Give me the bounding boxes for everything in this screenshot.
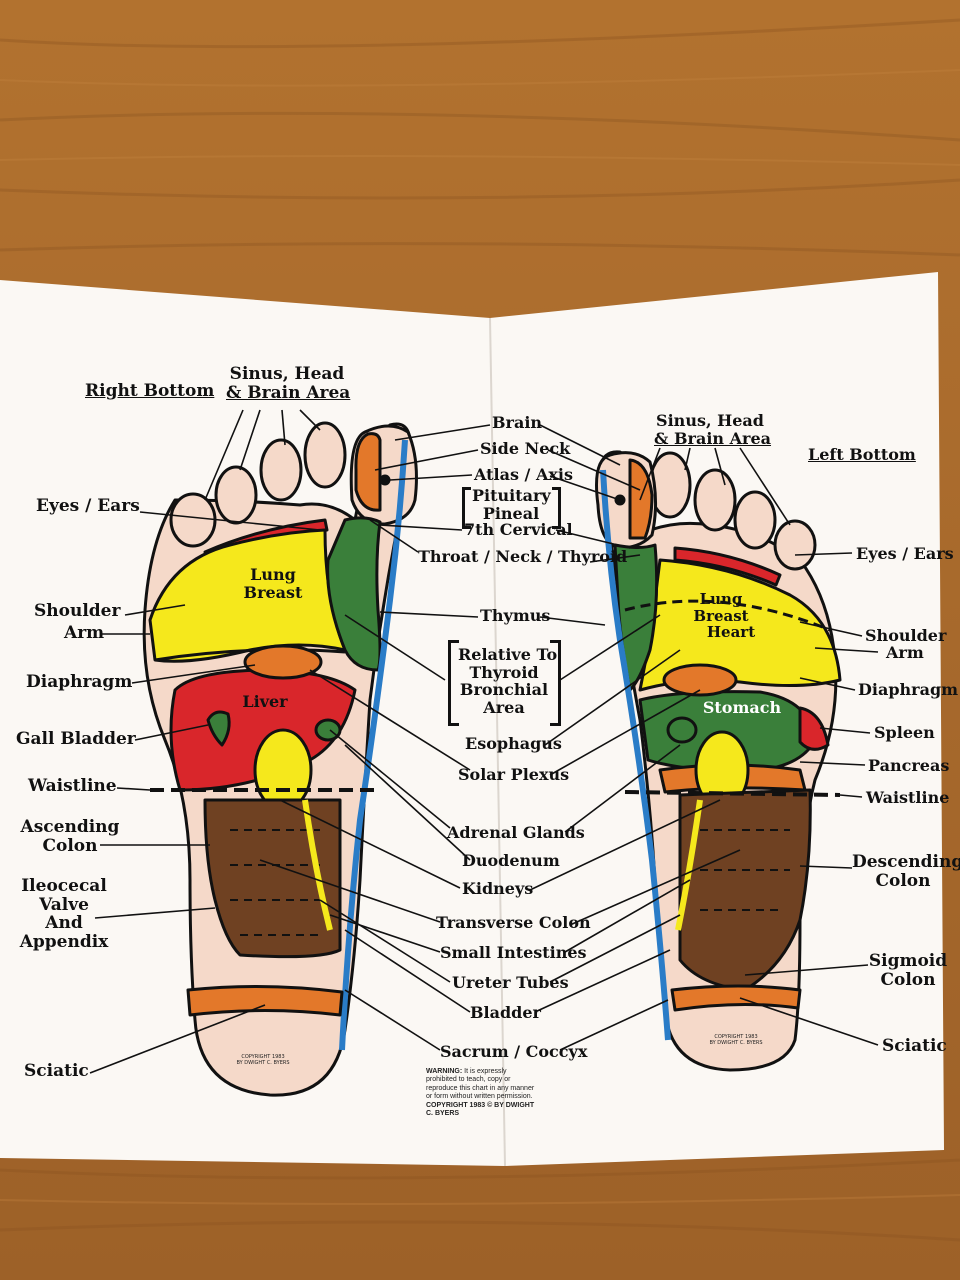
right-sinus-line-2: & Brain Area: [654, 428, 772, 448]
left-sciatic-label: Sciatic: [24, 1061, 89, 1081]
throat-neck-thyroid-label: Throat / Neck / Thyroid: [418, 547, 628, 566]
warning-body: It is expressly prohibited to teach, cop…: [426, 1068, 535, 1101]
left-copyright: COPYRIGHT 1983 BY DWIGHT C. BYERS: [228, 1054, 298, 1066]
right-sciatic-label: Sciatic: [882, 1036, 947, 1056]
transverse-colon-label: Transverse Colon: [436, 913, 591, 932]
solar-plexus-label: Solar Plexus: [458, 765, 570, 784]
right-sigmoid-colon-label: Sigmoid Colon: [868, 952, 948, 989]
left-shoulder-label: Shoulder: [34, 601, 121, 621]
right-lung-text: Lung: [699, 590, 743, 608]
descending-line: Descending: [852, 852, 960, 872]
and-line: And: [45, 913, 83, 934]
atlas-axis-label: Atlas / Axis: [474, 465, 573, 484]
right-copyright: COPYRIGHT 1983 BY DWIGHT C. BYERS: [706, 1034, 766, 1046]
left-copyright-line-2: BY DWIGHT C. BYERS: [236, 1060, 290, 1066]
right-shoulder-label: Shoulder: [865, 626, 947, 645]
side-neck-label: Side Neck: [480, 439, 571, 458]
sacrum-coccyx-label: Sacrum / Coccyx: [440, 1042, 588, 1061]
pineal-text: Pineal: [482, 503, 540, 523]
bronchial-text: Bronchial: [459, 680, 549, 700]
valve-line: Valve: [39, 894, 89, 915]
right-sinus-label: Sinus, Head & Brain Area: [654, 411, 772, 448]
pituitary-pineal-label: Pituitary Pineal: [472, 486, 551, 523]
relative-thyroid-label: Relative To Thyroid Bronchial Area: [458, 645, 558, 717]
seventh-cervical-label: 7th Cervical: [464, 520, 573, 539]
right-sinus-line-1: Sinus, Head: [656, 411, 764, 430]
left-sinus-line-2: & Brain Area: [226, 382, 351, 403]
right-copyright-line-2: BY DWIGHT C. BYERS: [709, 1040, 763, 1046]
thymus-label: Thymus: [480, 606, 551, 625]
heart-text: Heart: [706, 623, 756, 641]
kidneys-label: Kidneys: [462, 879, 534, 898]
right-diaphragm-label: Diaphragm: [858, 680, 959, 699]
esophagus-label: Esophagus: [465, 734, 562, 753]
sigmoid-line: Sigmoid: [868, 951, 948, 971]
adrenal-glands-label: Adrenal Glands: [447, 823, 585, 842]
breast-text: Breast: [243, 582, 303, 602]
sigmoid-colon-line: Colon: [880, 969, 936, 990]
brain-label: Brain: [492, 413, 543, 432]
warning-heading: WARNING:: [426, 1068, 463, 1075]
area-text: Area: [483, 697, 525, 717]
right-spleen-label: Spleen: [874, 723, 935, 742]
left-sinus-line-1: Sinus, Head: [229, 364, 345, 384]
right-eyes-ears-label: Eyes / Ears: [856, 544, 954, 563]
lung-text: Lung: [250, 565, 296, 584]
colon-line: Colon: [42, 835, 98, 856]
warning-copyright: COPYRIGHT 1983 © BY DWIGHT C. BYERS: [426, 1101, 535, 1117]
right-pancreas-label: Pancreas: [868, 756, 950, 775]
left-ascending-colon-label: Ascending Colon: [18, 818, 122, 855]
left-liver-label: Liver: [242, 692, 288, 711]
relative-bracket-left: [448, 640, 459, 726]
left-waistline-label: Waistline: [28, 776, 117, 796]
left-ileocecal-label: Ileocecal Valve And Appendix: [16, 877, 112, 952]
right-bottom-title: Right Bottom: [85, 381, 215, 401]
right-arm-label: Arm: [886, 643, 924, 662]
thyroid-text: Thyroid: [469, 662, 539, 682]
left-lung-breast-label: Lung Breast: [238, 566, 308, 601]
pituitary-bracket-left: [462, 487, 471, 529]
ureter-tubes-label: Ureter Tubes: [452, 973, 569, 992]
relative-to-text: Relative To: [458, 645, 558, 664]
right-breast-text: Breast: [693, 606, 749, 625]
ascending-line: Ascending: [20, 817, 120, 837]
left-diaphragm-label: Diaphragm: [26, 672, 133, 692]
right-lung-breast-heart-label: Lung Breast Heart: [686, 591, 756, 641]
left-eyes-ears-label: Eyes / Ears: [36, 496, 140, 516]
bladder-label: Bladder: [470, 1003, 541, 1022]
pituitary-text: Pituitary: [472, 486, 551, 505]
right-colon-line: Colon: [875, 870, 931, 891]
left-copyright-line-1: COPYRIGHT 1983: [241, 1054, 285, 1060]
right-waistline-label: Waistline: [866, 788, 950, 807]
right-copyright-line-1: COPYRIGHT 1983: [714, 1034, 758, 1040]
right-stomach-label: Stomach: [702, 698, 782, 717]
relative-bracket-right: [550, 640, 561, 726]
left-bottom-title: Left Bottom: [808, 445, 916, 464]
left-arm-label: Arm: [64, 623, 105, 643]
left-gall-bladder-label: Gall Bladder: [16, 729, 136, 749]
warning-text: WARNING: It is expressly prohibited to t…: [426, 1068, 536, 1118]
small-intestines-label: Small Intestines: [440, 943, 587, 962]
duodenum-label: Duodenum: [462, 851, 560, 870]
ileocecal-line: Ileocecal: [21, 876, 107, 896]
left-sinus-label: Sinus, Head & Brain Area: [226, 364, 351, 403]
appendix-line: Appendix: [19, 932, 109, 953]
right-descending-colon-label: Descending Colon: [852, 852, 960, 891]
pituitary-bracket-right: [552, 487, 561, 529]
